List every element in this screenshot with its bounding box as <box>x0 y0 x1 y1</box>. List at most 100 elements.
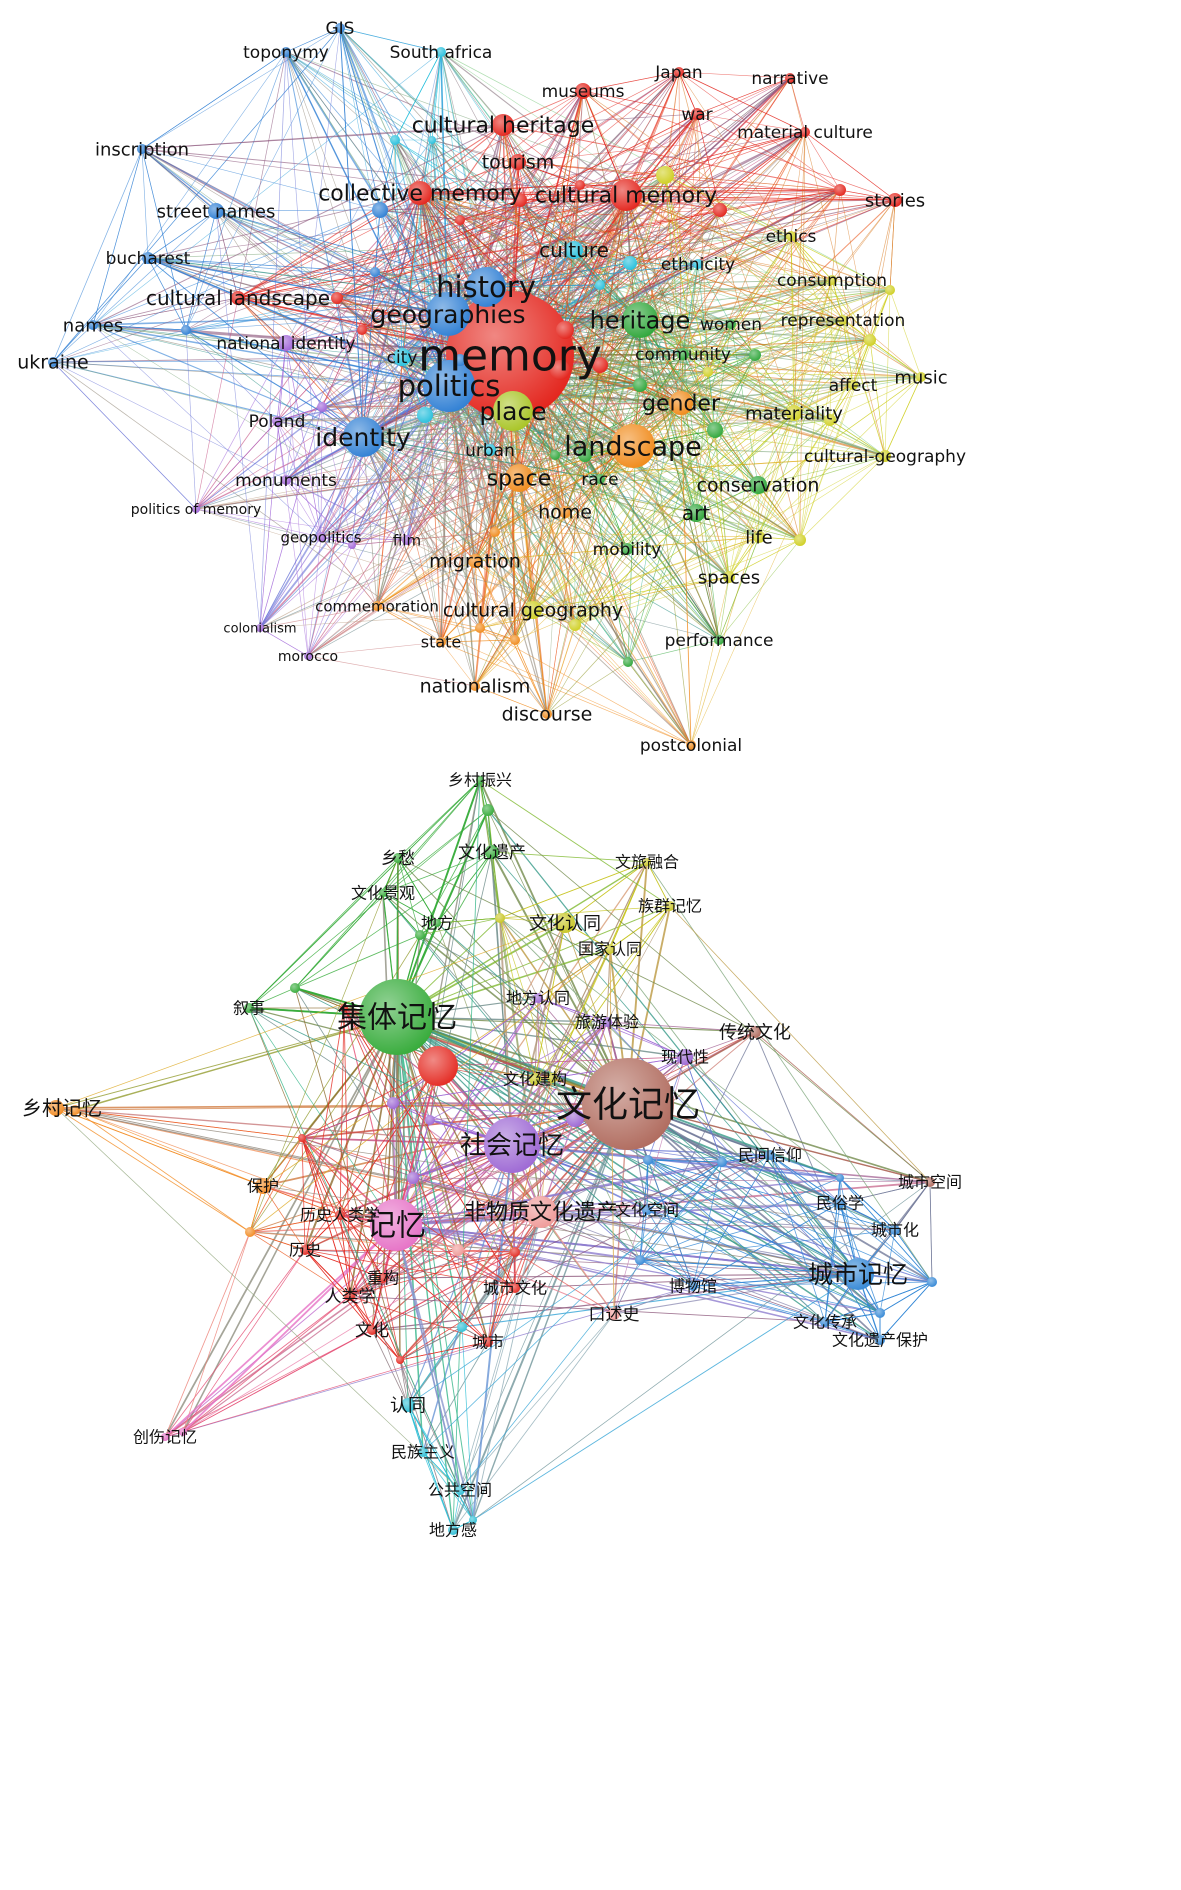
node-label: 乡愁 <box>381 849 415 869</box>
node-label: 国家认同 <box>578 940 642 959</box>
edge <box>646 861 933 1283</box>
node-label: 集体记忆 <box>337 1001 457 1036</box>
edge <box>92 324 450 387</box>
node-label: 文化 <box>355 1321 389 1341</box>
node-label: 口述史 <box>589 1305 640 1325</box>
node <box>623 657 633 667</box>
edge <box>546 402 682 715</box>
labels: 文化记忆集体记忆社会记忆记忆城市记忆非物质文化遗产乡村记忆乡村振兴乡愁文化遗产文… <box>22 771 962 1540</box>
edge <box>362 436 629 663</box>
node-label: 现代性 <box>661 1048 709 1067</box>
edge <box>502 90 584 126</box>
edge <box>639 319 886 457</box>
node <box>717 1157 727 1167</box>
node <box>390 135 400 145</box>
node-label: 保护 <box>247 1177 279 1196</box>
node-label: 创伤记忆 <box>133 1428 197 1447</box>
node-label: 城市文化 <box>483 1279 547 1298</box>
edge <box>285 313 449 481</box>
node-label: nationalism <box>420 676 531 698</box>
node-label: 历史 <box>289 1241 321 1260</box>
node-label: 认同 <box>390 1395 426 1416</box>
node <box>425 1115 435 1125</box>
node-label: affect <box>829 376 878 396</box>
node-label: Japan <box>654 63 702 83</box>
edge <box>790 199 896 237</box>
node-label: home <box>538 502 592 524</box>
node <box>707 422 723 438</box>
node <box>875 1308 885 1318</box>
node-label: names <box>63 315 123 336</box>
edge <box>248 1007 303 1139</box>
node-label: morocco <box>278 649 338 665</box>
node-label: museums <box>542 82 625 102</box>
node-label: tourism <box>482 152 555 174</box>
edge <box>440 51 641 321</box>
edge <box>419 51 442 194</box>
edge <box>869 339 886 457</box>
edge <box>195 192 421 510</box>
node-label: heritage <box>590 306 691 334</box>
node <box>510 1247 520 1257</box>
node <box>457 1322 467 1332</box>
node-label: art <box>682 501 710 525</box>
node-label: gender <box>642 392 721 417</box>
edge <box>690 576 730 746</box>
node-label: narrative <box>751 69 828 89</box>
node-label: 文化空间 <box>615 1201 679 1220</box>
edge <box>237 51 287 299</box>
node-label: 民间信仰 <box>738 1146 802 1165</box>
edge <box>349 1295 826 1323</box>
node <box>290 983 300 993</box>
node-label: performance <box>665 631 774 651</box>
edge <box>573 71 680 251</box>
node <box>455 215 465 225</box>
edge <box>929 1181 933 1283</box>
node <box>595 280 605 290</box>
node-label: 传统文化 <box>719 1022 791 1043</box>
node-label: 乡村振兴 <box>448 771 512 790</box>
edge <box>573 113 698 251</box>
edge <box>307 385 450 657</box>
node <box>749 349 761 361</box>
edge <box>339 27 396 141</box>
edge <box>141 148 149 259</box>
edge <box>678 71 791 79</box>
node-label: 非物质文化遗产 <box>464 1201 618 1226</box>
node <box>656 166 674 184</box>
node-label: 文旅融合 <box>615 853 679 872</box>
edge <box>718 576 730 641</box>
edge <box>696 113 806 133</box>
edge <box>401 356 476 687</box>
node-label: ukraine <box>17 352 89 374</box>
node-label: 地方感 <box>429 1521 477 1540</box>
node-label: stories <box>865 190 925 211</box>
edge <box>831 279 871 341</box>
node-label: 民俗学 <box>816 1194 864 1213</box>
node-label: cultural memory <box>535 184 717 209</box>
edge <box>485 286 922 378</box>
node-label: space <box>487 467 552 492</box>
edge <box>472 1181 931 1521</box>
node-label: cultural landscape <box>146 286 330 310</box>
node <box>550 450 560 460</box>
node-label: cultural heritage <box>412 114 595 139</box>
node-label: 社会记忆 <box>460 1131 564 1161</box>
edge <box>639 319 692 746</box>
edge <box>440 51 627 196</box>
node-label: 文化遗产保护 <box>832 1331 928 1350</box>
node <box>490 527 500 537</box>
node <box>633 378 647 392</box>
node-label: 城市化 <box>871 1221 919 1240</box>
node-label: South africa <box>390 43 493 63</box>
node <box>181 325 191 335</box>
node-label: material culture <box>737 123 873 143</box>
edge <box>790 131 806 237</box>
node <box>370 267 380 277</box>
node-label: place <box>479 397 546 426</box>
node-label: monuments <box>235 471 337 491</box>
node <box>357 325 367 335</box>
edge <box>664 174 682 404</box>
node-label: 族群记忆 <box>638 897 702 916</box>
